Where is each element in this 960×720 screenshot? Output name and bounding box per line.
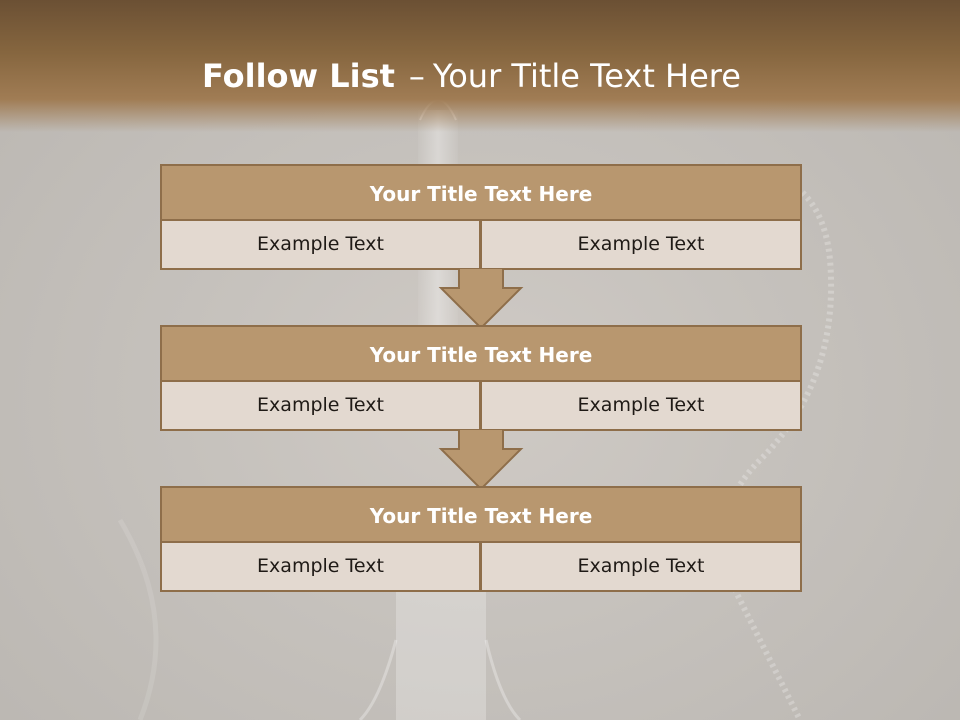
down-arrow-icon: [438, 429, 524, 491]
block-title: Your Title Text Here: [160, 164, 802, 220]
block-left-cell: Example Text: [160, 220, 481, 270]
slide-title: Follow List–Your Title Text Here: [0, 52, 943, 100]
slide-title-rest: Your Title Text Here: [432, 57, 741, 95]
block-right-cell: Example Text: [481, 381, 802, 431]
down-arrow-icon: [438, 268, 524, 330]
slide-title-bold: Follow List: [202, 57, 395, 95]
block-left-cell: Example Text: [160, 381, 481, 431]
block-right-cell: Example Text: [481, 542, 802, 592]
block-title: Your Title Text Here: [160, 486, 802, 542]
slide-title-separator: –: [408, 57, 425, 95]
block-left-cell: Example Text: [160, 542, 481, 592]
block-title: Your Title Text Here: [160, 325, 802, 381]
header-band: [0, 0, 960, 132]
block-right-cell: Example Text: [481, 220, 802, 270]
